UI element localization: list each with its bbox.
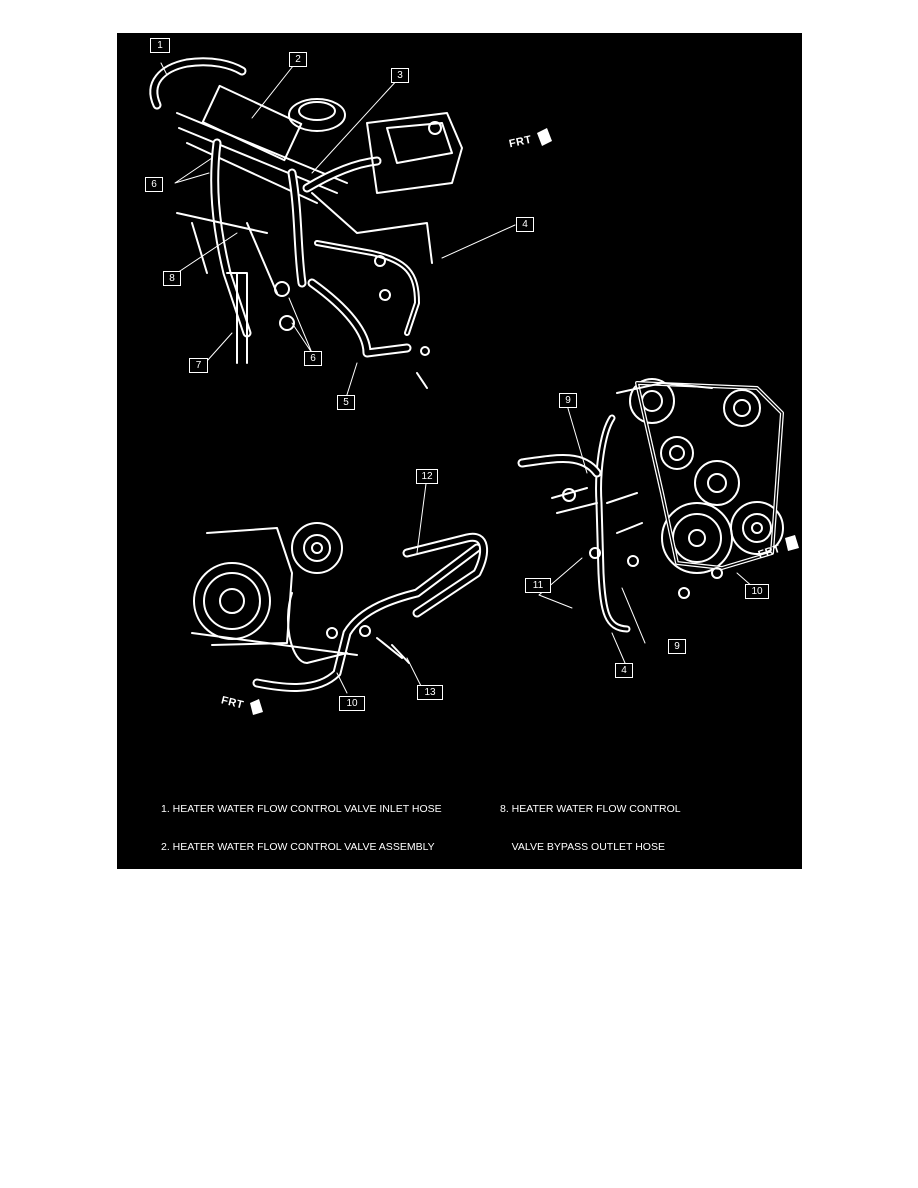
right-view-art [517,378,784,633]
callout-13: 13 [417,685,443,700]
bottom-left-view-art [191,522,488,692]
callout-2: 2 [289,52,307,67]
callout-7: 7 [189,358,208,373]
legend-item: 4. HEATER PIPE ASSEMBLY [161,916,300,929]
callout-4-top: 4 [516,217,534,232]
callout-10-right: 10 [745,584,769,599]
legend-item: 3. HEATER INLET HOSE [161,878,280,891]
legend-item: 10. FRONT PIPE ASSEMBLY [500,916,639,929]
legend-item: 11. NUT; 25 N•M (18 LB-FT) [500,954,632,967]
callout-12: 12 [416,469,438,484]
callout-10-left: 10 [339,696,365,711]
legend-item: 13. BOLT; 27 N•M (20 LB-FT) [500,1029,638,1042]
callout-6-top: 6 [145,177,163,192]
engine-line-art [149,57,799,715]
legend-item: 6. SPRING CLAMP [161,992,253,1005]
callout-9-top: 9 [559,393,577,408]
diagram-panel: 1 2 3 6 4 8 6 7 5 9 12 11 10 9 4 13 10 F… [117,33,802,1042]
legend-left: 1. HEATER WATER FLOW CONTROL VALVE INLET… [161,778,442,1068]
callout-4-bottom: 4 [615,663,633,678]
legend-item: 1. HEATER WATER FLOW CONTROL VALVE INLET… [161,803,442,816]
legend-item: 12. INTERMEDIATE HOSE [500,992,628,1005]
callout-11: 11 [525,578,551,593]
callout-8: 8 [163,271,181,286]
callout-6-bottom: 6 [304,351,322,366]
legend-item: 7. HEATER AND A/C MODULE [161,1029,307,1042]
callout-3: 3 [391,68,409,83]
legend-item: 5. HEATER OUTLET HOSE [161,954,292,967]
legend-right: 8. HEATER WATER FLOW CONTROL VALVE BYPAS… [500,778,681,1068]
leader-lines [160,60,755,694]
callout-5: 5 [337,395,355,410]
callout-9-bottom: 9 [668,639,686,654]
legend-item: 2. HEATER WATER FLOW CONTROL VALVE ASSEM… [161,840,435,853]
legend-item: VALVE BYPASS OUTLET HOSE [500,840,665,853]
top-view-art [149,57,463,389]
callout-1: 1 [150,38,170,53]
legend-item: 8. HEATER WATER FLOW CONTROL [500,803,681,816]
frt-arrows [250,128,799,715]
legend-item: 9. STUD [500,878,541,891]
